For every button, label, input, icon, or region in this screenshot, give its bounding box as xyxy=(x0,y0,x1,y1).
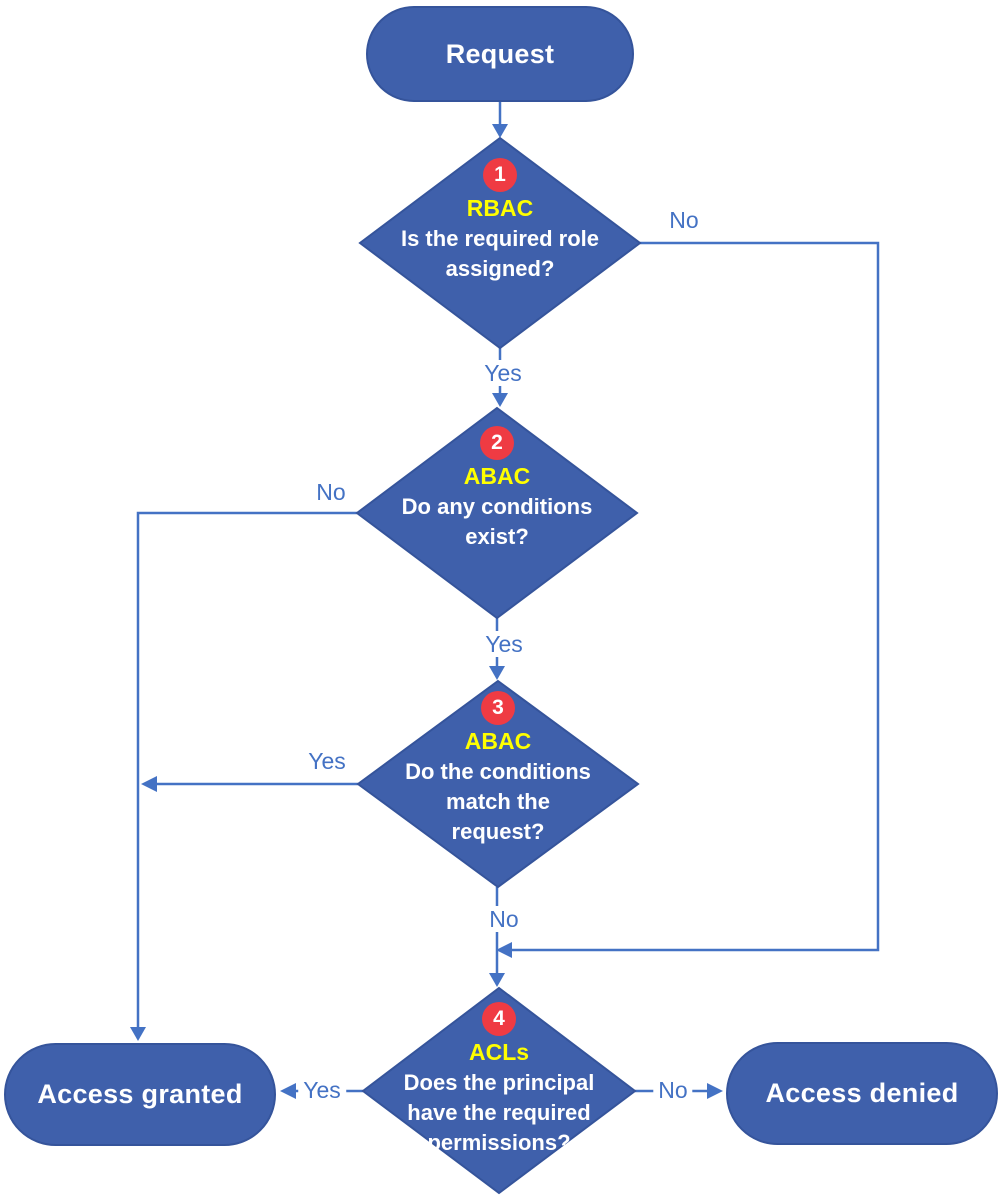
edge-label-step1-yes: Yes xyxy=(479,360,527,386)
node-step4: 4 ACLs Does the principal have the requi… xyxy=(363,988,635,1158)
arrowhead-step3-no xyxy=(489,973,505,987)
edge-label-step2-yes: Yes xyxy=(480,631,528,657)
node-request-label: Request xyxy=(445,38,555,69)
step4-category-label: ACLs xyxy=(468,1039,530,1065)
step4-number-badge: 4 xyxy=(482,1002,516,1036)
step1-question: Is the required role assigned? xyxy=(400,226,600,281)
edge-label-step2-no: No xyxy=(316,479,346,505)
diamond-step1-shape xyxy=(358,136,642,350)
arrowhead-step1-no xyxy=(496,942,512,958)
step3-question: Do the conditions match the request? xyxy=(405,759,591,844)
node-access-denied-label: Access denied xyxy=(765,1078,959,1108)
arrowhead-step3-yes xyxy=(141,776,157,792)
node-step1: 1 RBAC Is the required role assigned? xyxy=(360,138,640,284)
step2-number-badge: 2 xyxy=(480,426,514,460)
step4-question: Does the principal have the required per… xyxy=(403,1070,595,1155)
node-access-denied: Access denied xyxy=(726,1042,998,1145)
edge-label-step1-no: No xyxy=(669,207,699,233)
edge-label-step4-yes: Yes xyxy=(298,1077,346,1103)
step1-number-badge: 1 xyxy=(483,158,517,192)
node-step2: 2 ABAC Do any conditions exist? xyxy=(357,408,637,552)
diamond-step3-shape xyxy=(356,679,640,889)
connector-step1-no xyxy=(512,241,880,952)
node-request: Request xyxy=(366,6,634,102)
step3-category-label: ABAC xyxy=(464,728,532,754)
arrowhead-step2-yes xyxy=(489,666,505,680)
connectors xyxy=(130,102,880,1099)
arrowhead-step1-yes xyxy=(492,393,508,407)
node-access-granted: Access granted xyxy=(4,1043,276,1146)
diamond-step4-shape xyxy=(361,986,637,1195)
edge-label-step4-no: No xyxy=(653,1077,693,1103)
step2-category-label: ABAC xyxy=(463,463,531,489)
arrowhead-step4-yes xyxy=(280,1083,296,1099)
edge-label-step3-no: No xyxy=(484,906,524,932)
arrowhead-step2-no xyxy=(130,1027,146,1041)
node-access-granted-label: Access granted xyxy=(37,1079,243,1109)
step3-number-badge: 3 xyxy=(481,691,515,725)
diamond-step2-shape xyxy=(355,406,639,620)
edge-label-step3-yes: Yes xyxy=(308,748,346,774)
step2-question: Do any conditions exist? xyxy=(401,494,593,549)
arrowhead-request-to-step1 xyxy=(492,124,508,138)
decision-shapes xyxy=(355,136,642,1195)
connector-step2-no xyxy=(136,511,357,1035)
arrowhead-step4-no xyxy=(707,1083,723,1099)
step1-category-label: RBAC xyxy=(466,195,534,221)
node-step3: 3 ABAC Do the conditions match the reque… xyxy=(358,681,638,847)
